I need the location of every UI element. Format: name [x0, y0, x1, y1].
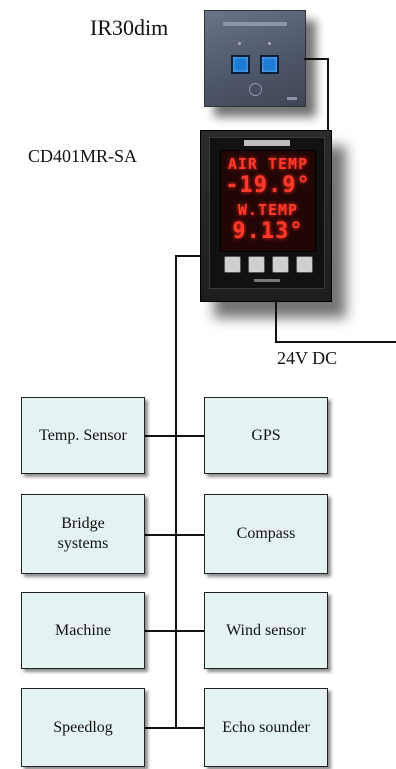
connector-row-1: [145, 435, 205, 437]
connector-row-4: [145, 727, 205, 729]
display-key-2: [248, 256, 265, 273]
remote-cable-horizontal: [304, 58, 328, 60]
remote-button-2: [260, 55, 279, 74]
bus-vertical: [175, 255, 177, 729]
box-speedlog: Speedlog: [21, 688, 145, 767]
display-key-3: [272, 256, 289, 273]
brand-plate: [244, 140, 290, 146]
box-temp-sensor: Temp. Sensor: [21, 397, 145, 474]
connector-row-3: [145, 630, 205, 632]
connector-row-2: [145, 534, 205, 536]
display-key-4: [296, 256, 313, 273]
remote-cable-vertical: [327, 58, 329, 162]
led-screen: AIR TEMP -19.9° W.TEMP 9.13°: [220, 150, 316, 252]
remote-header-strip: [223, 22, 287, 26]
led-line-3: W.TEMP: [237, 201, 299, 219]
box-wind-sensor: Wind sensor: [204, 592, 328, 669]
power-cable-vertical: [275, 300, 277, 342]
box-gps: GPS: [204, 397, 328, 474]
model-strip: [254, 279, 280, 282]
power-label: 24V DC: [277, 348, 338, 368]
led-line-4: 9.13°: [232, 219, 304, 244]
display-key-1: [224, 256, 241, 273]
remote-indicator-1: [238, 42, 241, 45]
bus-stub-horizontal: [175, 255, 201, 257]
led-line-2: -19.9°: [225, 173, 311, 198]
display-unit: AIR TEMP -19.9° W.TEMP 9.13°: [200, 130, 332, 302]
remote-dimmer-icon: [249, 83, 262, 96]
remote-tag: [287, 97, 297, 100]
remote-label: IR30dim: [90, 15, 169, 40]
remote-panel: [204, 10, 306, 107]
box-machine: Machine: [21, 592, 145, 669]
display-face: AIR TEMP -19.9° W.TEMP 9.13°: [209, 137, 325, 289]
box-bridge-systems: Bridge systems: [21, 494, 145, 574]
remote-button-1: [231, 55, 250, 74]
box-compass: Compass: [204, 494, 328, 574]
power-cable-horizontal: [275, 341, 396, 343]
led-line-1: AIR TEMP: [227, 155, 309, 173]
remote-indicator-2: [268, 42, 271, 45]
display-label: CD401MR-SA: [28, 146, 138, 166]
box-echo-sounder: Echo sounder: [204, 688, 328, 767]
